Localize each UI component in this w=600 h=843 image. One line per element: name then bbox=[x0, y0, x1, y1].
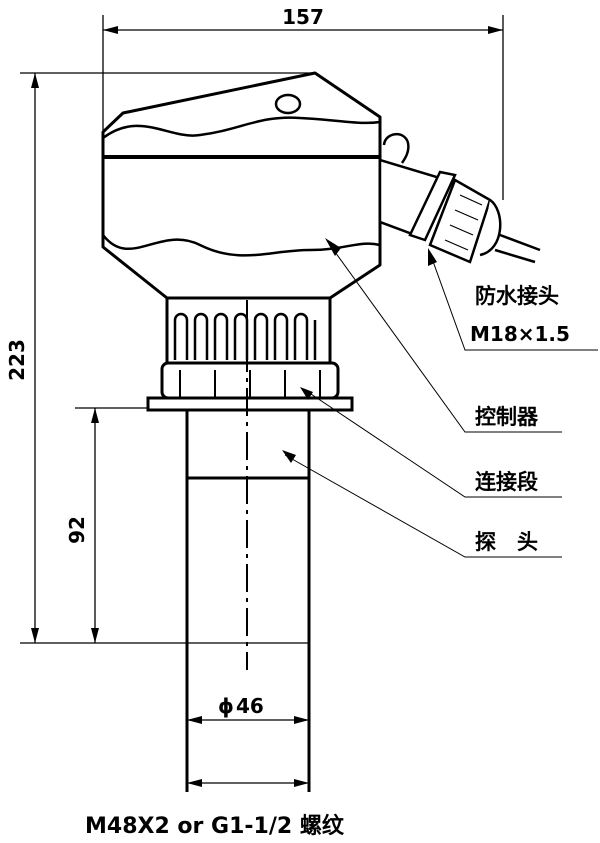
diameter-symbol: ϕ bbox=[218, 694, 234, 718]
thread-spec: M48X2 or G1-1/2 螺纹 bbox=[85, 813, 345, 839]
gland-label: 防水接头 bbox=[475, 284, 559, 308]
connector-label: 连接段 bbox=[475, 470, 538, 494]
width-dimension: 157 bbox=[282, 5, 324, 29]
controller-label: 控制器 bbox=[475, 405, 539, 429]
controller-housing bbox=[101, 71, 382, 300]
probe-height-dimension: 92 bbox=[65, 516, 89, 544]
probe-label: 探 头 bbox=[475, 530, 538, 554]
diameter-dimension: 46 bbox=[236, 694, 264, 718]
total-height-dimension: 223 bbox=[5, 339, 29, 381]
connector-section bbox=[146, 296, 354, 412]
leader-lines bbox=[284, 244, 598, 558]
dimension-lines bbox=[20, 15, 504, 784]
dimension-arrows bbox=[31, 26, 503, 787]
gland-spec-label: M18×1.5 bbox=[470, 322, 570, 346]
leader-arrows bbox=[282, 238, 437, 463]
probe-tube bbox=[185, 300, 311, 792]
cable-gland bbox=[378, 133, 541, 264]
